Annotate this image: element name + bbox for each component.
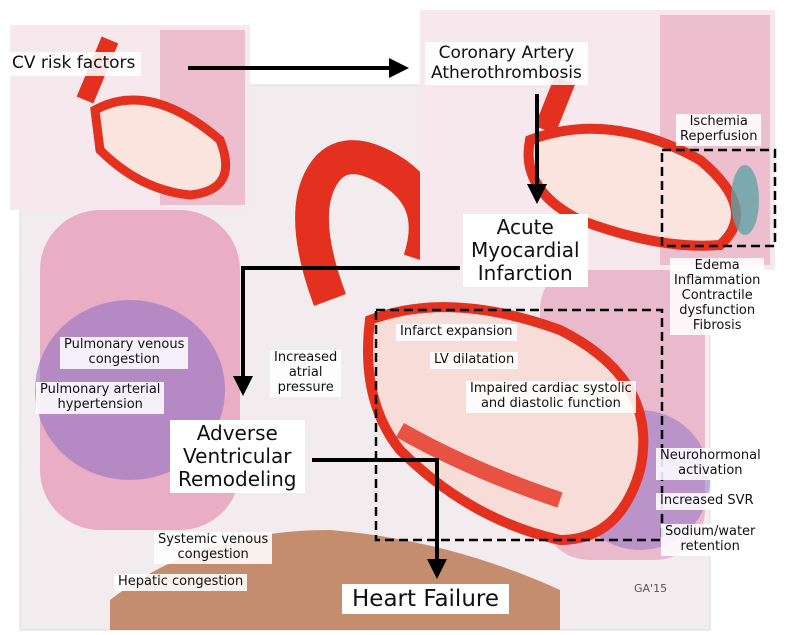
ischemia-dashed-box bbox=[660, 148, 777, 248]
remodeling-dashed-box bbox=[374, 308, 664, 542]
small-aorta-right bbox=[534, 75, 576, 135]
arrow-remodeling-to-hf bbox=[312, 458, 447, 579]
heart-failure-label: Heart Failure bbox=[342, 584, 509, 615]
arrow-ami-to-remodeling bbox=[233, 266, 460, 396]
artist-signature: GA'15 bbox=[634, 582, 668, 595]
ischemic-zone bbox=[731, 165, 759, 235]
heart-wall-stroke bbox=[396, 423, 563, 508]
small-heart-left bbox=[90, 95, 231, 200]
lv-dilatation-label: LV dilatation bbox=[430, 352, 519, 369]
hepatic-congestion-label: Hepatic congestion bbox=[114, 574, 248, 591]
cv-risk-factors-label: CV risk factors bbox=[6, 52, 142, 76]
increased-svr-label: Increased SVR bbox=[656, 493, 758, 510]
infarct-expansion-label: Infarct expansion bbox=[396, 324, 517, 341]
